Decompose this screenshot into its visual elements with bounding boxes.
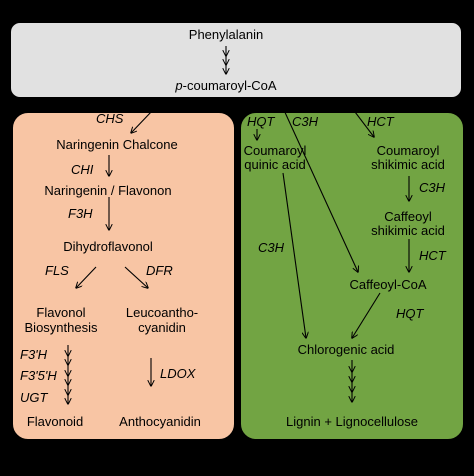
phenylalanin-label: Phenylalanin (188, 27, 264, 42)
flavonoid-label: Flavonoid (26, 414, 84, 429)
c3h-mid-label: C3H (419, 180, 446, 195)
dfr-arrow (124, 266, 148, 288)
hct-mid-label: HCT (419, 248, 446, 263)
dfr-label: DFR (146, 263, 173, 278)
c3h-quinic-arrow (282, 172, 306, 338)
fls-label: FLS (45, 263, 69, 278)
ldox-label: LDOX (160, 366, 196, 381)
flavonol-label-line1: Flavonol (36, 305, 86, 320)
chs-arrow (131, 110, 153, 133)
c3h-left-label: C3H (258, 240, 285, 255)
leucoanthocyanidin-label-line2: cyanidin (138, 320, 186, 335)
coumaroyl-coa-label: p-coumaroyl-CoA (175, 78, 276, 93)
lignin-label: Lignin + Lignocellulose (286, 414, 418, 429)
coumaroyl-quinic-line1: Coumaroyl (243, 143, 307, 158)
coumaroyl-prefix: p (175, 78, 183, 93)
hqt-mid-label: HQT (396, 306, 424, 321)
caffeoyl-shikimic-line2: shikimic acid (371, 223, 445, 238)
hct-top-arrow (351, 107, 374, 137)
chi-label: CHI (71, 162, 94, 177)
caffeoyl-shikimic-line1: Caffeoyl (384, 209, 432, 224)
coumaroyl-quinic-line2: quinic acid (244, 157, 306, 172)
c3h-long-arrow (282, 107, 358, 272)
chlorogenic-acid-label: Chlorogenic acid (297, 342, 395, 357)
hqt-top-label: HQT (247, 114, 275, 129)
anthocyanidin-label: Anthocyanidin (119, 414, 201, 429)
hqt-mid-arrow (352, 292, 381, 338)
precursor-box (10, 22, 462, 98)
f3h-label: F3H (68, 206, 93, 221)
naringenin-chalcone-label: Naringenin Chalcone (56, 137, 178, 152)
coumaroyl-rest: -coumaroyl-CoA (182, 78, 277, 93)
ugt-label: UGT (20, 390, 48, 405)
dihydroflavonol-label: Dihydroflavonol (63, 239, 153, 254)
f3h-prime-label: F3'H (20, 347, 48, 362)
chs-label: CHS (96, 111, 124, 126)
fls-arrow (76, 266, 97, 288)
naringenin-flavonon-label: Naringenin / Flavonon (44, 183, 172, 198)
flavonol-label-line2: Biosynthesis (24, 320, 98, 335)
flavonoid-pathway-box (12, 112, 235, 440)
f35h-label: F3'5'H (20, 368, 57, 383)
c3h-top-label: C3H (292, 114, 319, 129)
leucoanthocyanidin-label-line1: Leucoantho- (125, 305, 199, 320)
lignin-pathway-box (240, 112, 464, 440)
caffeoyl-coa-label: Caffeoyl-CoA (349, 277, 427, 292)
coumaroyl-shikimic-line1: Coumaroyl (376, 143, 440, 158)
coumaroyl-shikimic-line2: shikimic acid (371, 157, 445, 172)
hct-top-label: HCT (367, 114, 394, 129)
